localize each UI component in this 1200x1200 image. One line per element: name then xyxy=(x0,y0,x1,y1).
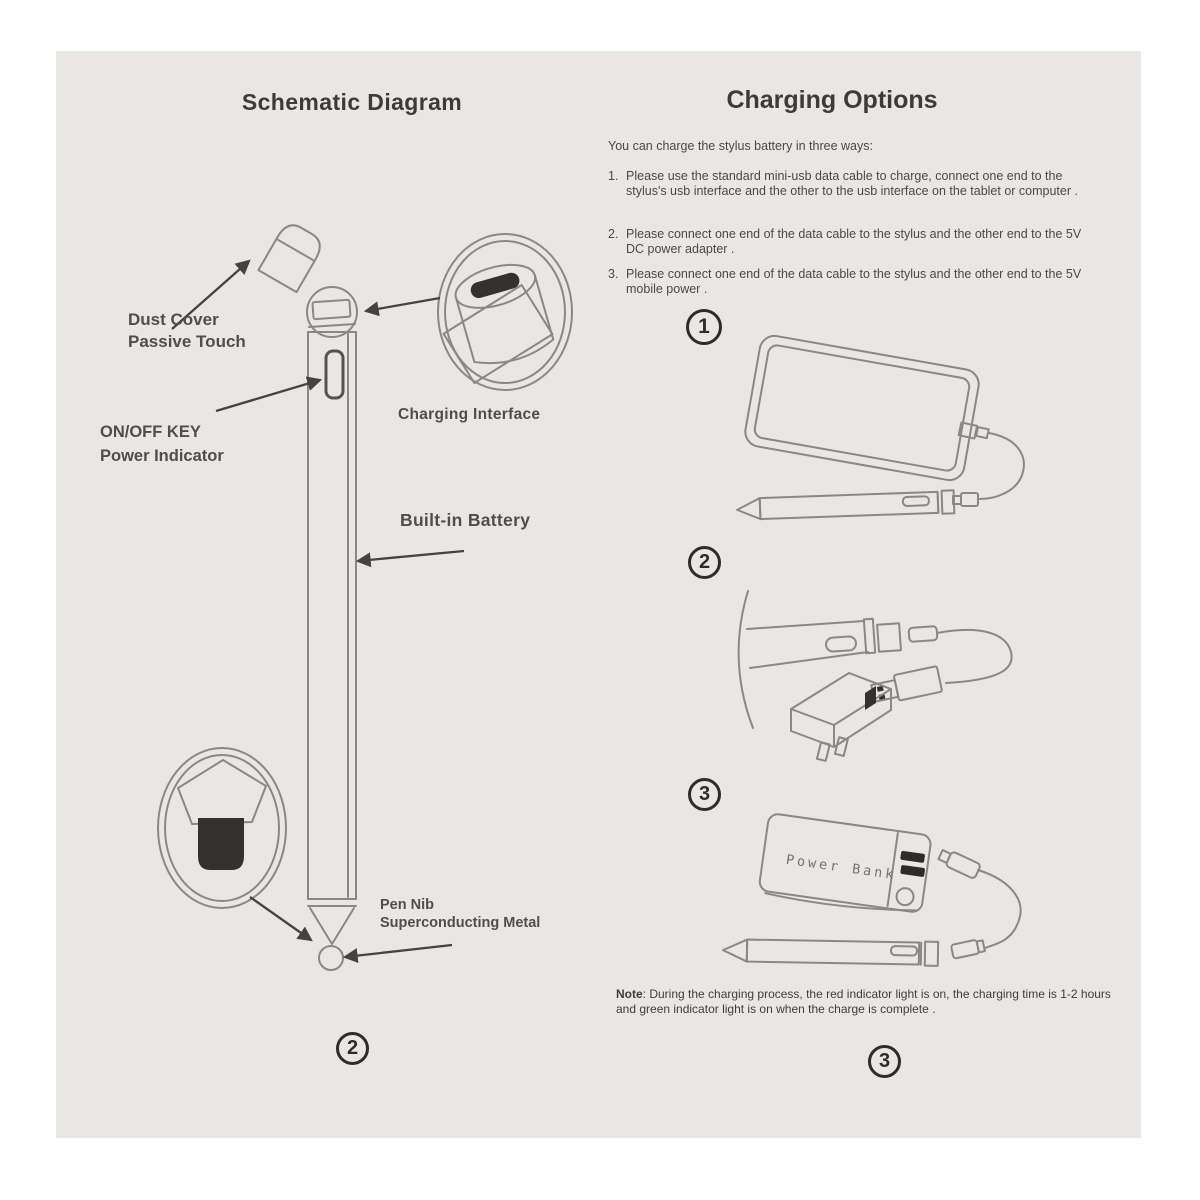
step-text: Please connect one end of the data cable… xyxy=(626,267,1082,296)
arrow-pen-nib xyxy=(342,943,453,964)
figure-number-2: 2 xyxy=(688,546,721,579)
pen-nib-magnifier xyxy=(157,747,287,909)
label-line: Dust Cover xyxy=(128,310,219,329)
label-line: Power Indicator xyxy=(100,447,224,465)
note-text: : During the charging process, the red i… xyxy=(616,987,1111,1016)
label-builtin-battery: Built-in Battery xyxy=(400,510,531,530)
manual-page: Power Bank xyxy=(56,51,1141,1138)
figure-number-1: 1 xyxy=(686,309,722,345)
label-line: ON/OFF KEY xyxy=(100,423,201,441)
page-number-left: 2 xyxy=(336,1032,369,1065)
step-number: 3. xyxy=(608,267,619,281)
step-number: 2. xyxy=(608,227,619,241)
schematic-title: Schematic Diagram xyxy=(241,89,463,115)
arrow-nib-magnifier xyxy=(249,896,313,942)
label-onoff-key: ON/OFF KEY Power Indicator xyxy=(100,420,224,468)
fig3-powerbank-drawing: Power Bank xyxy=(721,813,1022,967)
label-line: Superconducting Metal xyxy=(380,915,541,931)
label-dust-cover: Dust Cover Passive Touch xyxy=(128,309,246,353)
fig2-adapter-drawing xyxy=(737,590,1013,762)
figure-number-3: 3 xyxy=(688,778,721,811)
charging-interface-magnifier xyxy=(437,233,573,391)
charging-step-3: 3. Please connect one end of the data ca… xyxy=(608,267,1098,297)
charging-step-1: 1. Please use the standard mini-usb data… xyxy=(608,169,1098,199)
label-line: Passive Touch xyxy=(128,332,246,351)
onoff-key-drawing xyxy=(324,349,345,400)
arrow-dust-cover xyxy=(171,259,251,330)
note-label: Note xyxy=(616,987,643,1001)
label-line: Pen Nib xyxy=(380,897,434,913)
diagram-line-art: Power Bank xyxy=(157,224,1025,971)
arrow-charging-interface xyxy=(363,296,441,317)
power-bank-label: Power Bank xyxy=(785,852,897,883)
charging-intro: You can charge the stylus battery in thr… xyxy=(608,139,873,153)
charging-step-2: 2. Please connect one end of the data ca… xyxy=(608,227,1098,257)
annotation-arrows xyxy=(171,259,465,964)
label-charging-interface: Charging Interface xyxy=(398,406,541,423)
arrow-builtin-battery xyxy=(355,549,465,568)
charging-title: Charging Options xyxy=(726,86,938,114)
fig1-tablet-drawing xyxy=(736,334,1025,521)
page-number-right: 3 xyxy=(868,1045,901,1078)
stylus-pen-drawing xyxy=(306,286,358,971)
label-pen-nib: Pen Nib Superconducting Metal xyxy=(380,896,540,932)
step-text: Please use the standard mini-usb data ca… xyxy=(626,169,1078,198)
step-text: Please connect one end of the data cable… xyxy=(626,227,1082,256)
arrow-onoff-key xyxy=(215,376,323,413)
charging-note: Note: During the charging process, the r… xyxy=(616,987,1124,1017)
step-number: 1. xyxy=(608,169,619,183)
dust-cover-cap-drawing xyxy=(257,224,321,294)
